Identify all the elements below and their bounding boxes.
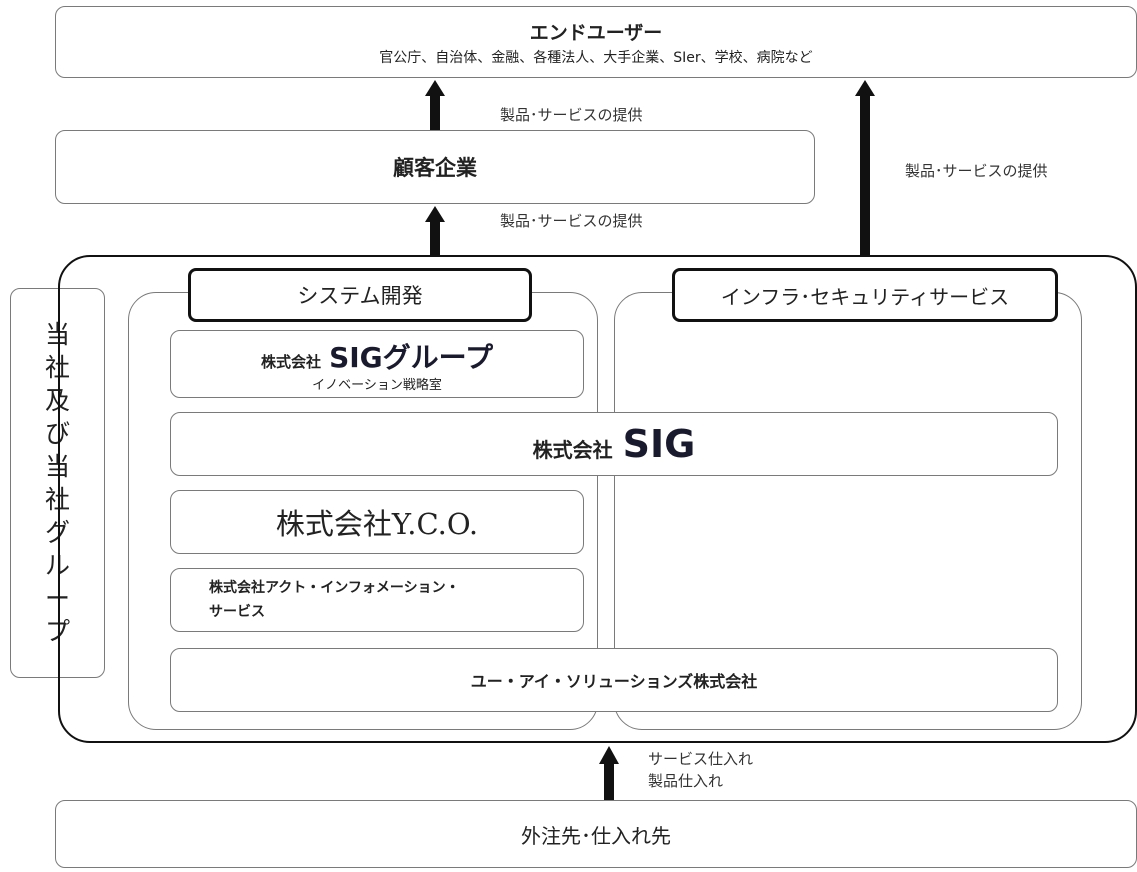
label-product-purchase: 製品仕入れ <box>648 772 724 790</box>
arrow-supplier-to-group-head <box>599 746 619 764</box>
company-ui-solutions: ユー・アイ・ソリューションズ株式会社 <box>170 648 1058 712</box>
group-label-box: 当社及び当社グループ <box>10 288 105 678</box>
company-act-info: 株式会社アクト・インフォメーション・ サービス <box>170 568 584 632</box>
arrow-client-to-enduser <box>430 92 440 130</box>
segment-infra-security: インフラ･セキュリティサービス <box>672 268 1058 322</box>
end-user-box: エンドユーザー 官公庁、自治体、金融、各種法人、大手企業、SIer、学校、病院な… <box>55 6 1137 78</box>
supplier-title: 外注先･仕入れ先 <box>521 823 671 848</box>
group-label-char: び <box>44 419 70 448</box>
client-title: 顧客企業 <box>393 156 477 180</box>
end-user-subtitle: 官公庁、自治体、金融、各種法人、大手企業、SIer、学校、病院など <box>379 49 813 66</box>
group-label-char: グ <box>44 518 70 547</box>
sig-name: 株式会社 SIG <box>532 422 696 466</box>
label-service-purchase: サービス仕入れ <box>648 750 754 768</box>
group-label-char: プ <box>44 617 70 646</box>
client-box: 顧客企業 <box>55 130 815 204</box>
segment-system-dev: システム開発 <box>188 268 532 322</box>
arrow-supplier-to-group <box>604 760 614 800</box>
label-group-to-enduser: 製品･サービスの提供 <box>905 162 1048 180</box>
group-label-char: ル <box>44 551 70 580</box>
arrow-group-to-client <box>430 218 440 256</box>
label-client-to-enduser: 製品･サービスの提供 <box>500 106 643 124</box>
arrow-client-to-enduser-head <box>425 80 445 96</box>
end-user-title: エンドユーザー <box>529 21 663 44</box>
group-label-char: ー <box>44 584 70 613</box>
arrow-group-to-client-head <box>425 206 445 222</box>
group-label-char: 当 <box>44 452 70 481</box>
sig-group-dept: イノベーション戦略室 <box>312 377 442 393</box>
company-sig-group: 株式会社 SIGグループ イノベーション戦略室 <box>170 330 584 398</box>
group-label-char: 当 <box>44 320 70 349</box>
sig-group-name: 株式会社 SIGグループ <box>261 340 493 374</box>
group-label-char: 社 <box>44 485 70 514</box>
supplier-box: 外注先･仕入れ先 <box>55 800 1137 868</box>
group-container <box>58 255 1137 743</box>
arrow-group-to-enduser-head <box>855 80 875 96</box>
company-sig: 株式会社 SIG <box>170 412 1058 476</box>
label-group-to-client: 製品･サービスの提供 <box>500 212 643 230</box>
company-yco: 株式会社Y.C.O. <box>170 490 584 554</box>
group-label-char: 及 <box>44 386 70 415</box>
arrow-group-to-enduser <box>860 92 870 256</box>
group-label-char: 社 <box>44 353 70 382</box>
group-label: 当社及び当社グループ <box>45 318 70 648</box>
